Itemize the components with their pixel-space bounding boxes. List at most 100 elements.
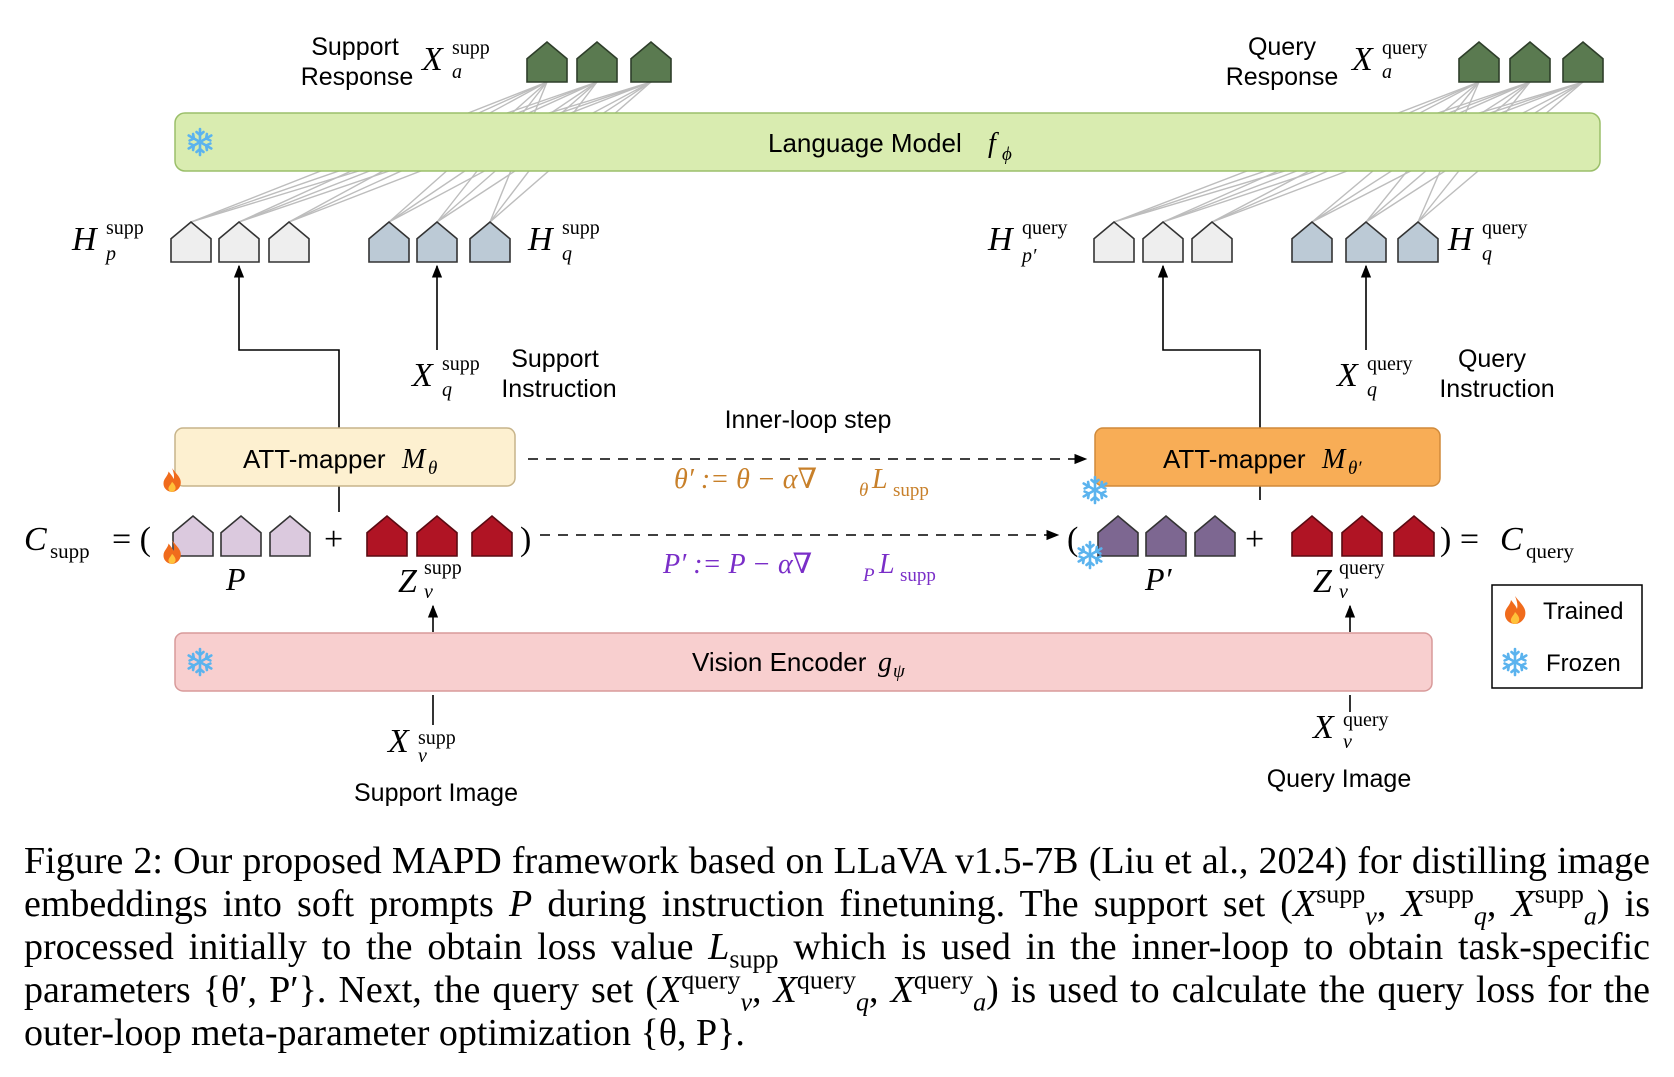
prompt-token-p <box>172 514 214 557</box>
theta-update-grad-sub: θ <box>859 480 868 501</box>
z-supp-sub: v <box>424 581 433 603</box>
att-mapper-query-sub: θ′ <box>1348 458 1362 479</box>
vision-encoder-block: Vision Encoder g ψ <box>174 632 1433 692</box>
query-response-token <box>1562 40 1604 83</box>
support-response-tokens <box>526 40 672 83</box>
caption-text-2: during instruction finetuning. The suppo… <box>547 883 1266 925</box>
mapd-framework-diagram: Language Model f ϕ Support Response X su… <box>24 33 1643 807</box>
caption-sub-v-2: v <box>740 987 753 1017</box>
caption-sub-q-2: q <box>856 987 870 1017</box>
query-hq-token <box>1291 220 1333 263</box>
caption-sub-a-2: a <box>973 987 987 1017</box>
support-response-label-line2: Response <box>301 63 414 91</box>
query-hp-tokens <box>1093 220 1233 263</box>
caption-loss-sub: supp <box>729 944 779 974</box>
query-hq-token <box>1345 220 1387 263</box>
c-supp-symbol: C <box>24 521 47 558</box>
query-hq-token <box>1397 220 1439 263</box>
caption-text-4: which is used in the inner-loop to obtai… <box>24 926 1651 1011</box>
image-token-query <box>1341 514 1383 557</box>
query-hp-token <box>1142 220 1184 263</box>
language-model-block: Language Model f ϕ <box>174 112 1601 172</box>
h-p-query-sub: p′ <box>1020 245 1037 267</box>
caption-figure-label: Figure 2: <box>24 840 163 882</box>
att-mapper-support-sub: θ <box>428 458 437 479</box>
legend: Trained Frozen <box>1491 584 1643 689</box>
h-p-query-symbol: H <box>987 221 1015 258</box>
vision-encoder-label: Vision Encoder <box>692 647 867 677</box>
vision-encoder-sub: ψ <box>893 661 906 682</box>
caption-text-5: . Next, the query set <box>316 969 634 1011</box>
theta-update-loss-sub: supp <box>893 480 929 501</box>
p-prime-label: P′ <box>1144 561 1173 597</box>
att-mapper-support-block: ATT-mapper M θ <box>163 427 516 492</box>
query-response-x-sup: query <box>1382 37 1428 59</box>
support-response-token <box>630 40 672 83</box>
p-update-loss: L <box>878 549 895 580</box>
h-q-supp-symbol: H <box>527 221 555 258</box>
prompt-token-p-prime <box>1145 514 1187 557</box>
prompt-token-p-prime <box>1097 514 1139 557</box>
c-query-close-eq: ) = <box>1440 521 1479 558</box>
query-instruction-x-sub: q <box>1367 379 1377 401</box>
caption-text-7: . <box>735 1012 745 1054</box>
support-hp-token <box>268 220 310 263</box>
query-instruction-x: X <box>1335 357 1359 394</box>
caption-param-set: {θ, P} <box>640 1012 736 1054</box>
z-supp-sup: supp <box>424 557 462 579</box>
c-query-plus: + <box>1245 521 1264 558</box>
p-update-equation: P′ := P − α∇ <box>662 549 812 580</box>
caption-supp-sup-2: supp <box>1424 879 1474 909</box>
support-response-token <box>576 40 618 83</box>
query-image-x-sub: v <box>1343 731 1352 753</box>
image-token-query <box>1291 514 1333 557</box>
h-p-supp-sup: supp <box>106 217 144 239</box>
h-p-supp-symbol: H <box>71 221 99 258</box>
prompt-token-p-prime <box>1194 514 1236 557</box>
inner-loop-dashed-arrows <box>528 453 1088 541</box>
query-response-x-sub: a <box>1382 61 1392 83</box>
image-token-support <box>366 514 408 557</box>
h-q-query-sub: q <box>1482 243 1492 265</box>
query-instruction-x-sup: query <box>1367 353 1413 375</box>
att-mapper-query-symbol: M <box>1321 444 1347 475</box>
att-mapper-support-label: ATT-mapper <box>243 444 386 474</box>
prompt-tokens-p-prime <box>1097 514 1236 557</box>
c-supp-eq-open: = ( <box>112 521 151 558</box>
att-mapper-query-block: ATT-mapper M θ′ <box>1082 427 1441 505</box>
support-response-x: X <box>420 41 444 78</box>
att-mapper-query-label: ATT-mapper <box>1163 444 1306 474</box>
flow-arrows <box>233 264 1372 725</box>
support-instruction-x-sub: q <box>442 379 452 401</box>
support-response-label-line1: Support <box>311 33 399 61</box>
support-hp-token <box>170 220 212 263</box>
language-model-symbol: f <box>988 128 999 159</box>
z-query-symbol: Z <box>1313 563 1333 600</box>
language-model-label: Language Model <box>768 128 962 158</box>
query-image-x-sup: query <box>1343 709 1389 731</box>
h-p-query-sup: query <box>1022 217 1068 239</box>
support-hp-token <box>218 220 260 263</box>
query-hq-tokens <box>1291 220 1439 263</box>
caption-supp-sup-3: supp <box>1534 879 1584 909</box>
c-supp-plus: + <box>324 521 343 558</box>
query-hp-token <box>1191 220 1233 263</box>
support-response-x-sub: a <box>452 61 462 83</box>
query-response-label-line2: Response <box>1226 63 1339 91</box>
image-tokens-query <box>1291 514 1435 557</box>
caption-sub-a-1: a <box>1583 901 1597 931</box>
h-q-supp-sup: supp <box>562 217 600 239</box>
support-hq-token <box>368 220 410 263</box>
support-instruction-x-sup: supp <box>442 353 480 375</box>
caption-param-set-prime: {θ′, P′} <box>202 969 317 1011</box>
c-query-symbol: C <box>1500 521 1523 558</box>
caption-sub-v-1: v <box>1365 901 1377 931</box>
support-hq-tokens <box>368 220 511 263</box>
h-q-supp-sub: q <box>562 243 572 265</box>
support-response-x-sup: supp <box>452 37 490 59</box>
support-hq-token <box>416 220 458 263</box>
support-instruction-label-line1: Support <box>511 345 599 373</box>
p-update-grad-sub: P <box>862 565 875 586</box>
caption-supp-sup-1: supp <box>1316 879 1366 909</box>
support-response-token <box>526 40 568 83</box>
